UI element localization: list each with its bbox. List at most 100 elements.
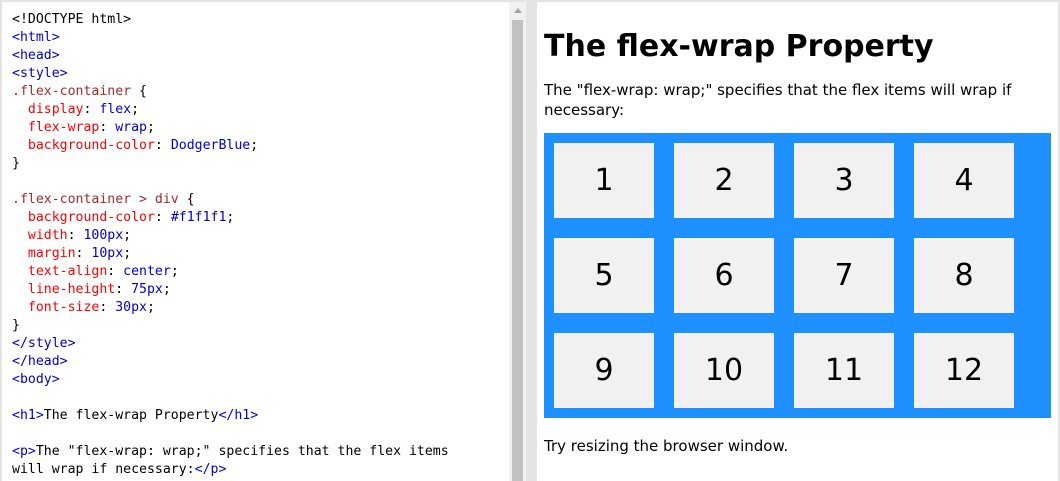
code-token: .flex-container	[12, 84, 132, 99]
flex-item: 10	[674, 333, 774, 408]
code-token: ;	[226, 210, 235, 225]
code-token: <h1>	[12, 408, 44, 423]
code-token: margin	[12, 246, 76, 261]
code-line: .flex-container {	[12, 83, 509, 101]
code-editor-pane[interactable]: <!DOCTYPE html> <html> <head><style> .flex-…	[2, 2, 509, 481]
code-line: width: 100px;	[12, 227, 509, 245]
flex-item: 7	[794, 238, 894, 313]
code-token: .flex-container > div	[12, 192, 179, 207]
code-line: <!DOCTYPE html>	[12, 11, 509, 29]
code-line: font-size: 30px;	[12, 299, 509, 317]
code-token: {	[131, 84, 147, 99]
scrollbar-thumb[interactable]	[512, 20, 523, 481]
code-token: 10px	[91, 246, 124, 261]
code-token: 75px	[131, 282, 163, 297]
code-token: 100px	[83, 228, 124, 243]
code-token: ;	[147, 300, 155, 315]
code-token: </head>	[12, 354, 68, 369]
code-line: line-height: 75px;	[12, 281, 509, 299]
code-line: margin: 10px;	[12, 245, 509, 263]
flex-item: 3	[794, 143, 894, 218]
code-token: line-height	[12, 282, 116, 297]
code-line: <html>	[12, 29, 509, 47]
code-line: display: flex;	[12, 101, 509, 119]
flex-item: 5	[554, 238, 654, 313]
code-token: {	[178, 192, 195, 207]
code-token: background-color	[12, 138, 155, 153]
code-line: background-color: DodgerBlue;	[12, 137, 509, 155]
code-token: }	[12, 318, 20, 333]
code-token: DodgerBlue	[170, 138, 251, 153]
code-token: </h1>	[218, 408, 259, 423]
code-token: ;	[147, 120, 155, 135]
result-pane: The flex-wrap Property The "flex-wrap: w…	[537, 2, 1058, 481]
code-token: :	[67, 228, 84, 243]
code-token: :	[83, 102, 100, 117]
description-text: The "flex-wrap: wrap;" specifies that th…	[544, 81, 1012, 119]
code-line: <head>	[12, 47, 509, 65]
code-token: text-align	[12, 264, 108, 279]
code-token: :	[99, 300, 116, 315]
code-line	[12, 425, 509, 443]
code-token: flex	[99, 102, 132, 117]
code-token: flex-wrap	[12, 120, 100, 135]
code-token: :	[99, 120, 116, 135]
flex-item: 12	[914, 333, 1014, 408]
scroll-up-arrow-icon[interactable]	[509, 2, 526, 19]
code-token: :	[75, 246, 92, 261]
code-line: .flex-container > div {	[12, 191, 509, 209]
code-token: <style>	[12, 66, 68, 81]
code-line: </style>	[12, 335, 509, 353]
code-line: }	[12, 155, 509, 173]
code-token: :	[154, 138, 171, 153]
code-token: <body>	[12, 372, 60, 387]
code-token: :	[154, 210, 171, 225]
code-token: <p>	[12, 444, 36, 459]
code-token: width	[12, 228, 68, 243]
code-line: <p>The "flex-wrap: wrap;" specifies that…	[12, 443, 509, 461]
flex-item: 8	[914, 238, 1014, 313]
code-token: wrap	[115, 120, 147, 135]
code-token: ;	[123, 246, 132, 261]
code-token: <html>	[12, 30, 60, 45]
code-token: #f1f1f1	[170, 210, 227, 225]
code-token: font-size	[12, 300, 100, 315]
code-line	[12, 389, 509, 407]
editor-scrollbar[interactable]	[509, 2, 526, 481]
code-line: <body>	[12, 371, 509, 389]
code-line: will wrap if necessary:</p>	[12, 461, 509, 479]
code-token: display	[12, 102, 84, 117]
code-token: 30px	[115, 300, 147, 315]
code-line: background-color: #f1f1f1;	[12, 209, 509, 227]
code-line: }	[12, 317, 509, 335]
code-token: </style>	[12, 336, 76, 351]
flex-item: 2	[674, 143, 774, 218]
code-line: text-align: center;	[12, 263, 509, 281]
code-token: The flex-wrap Property	[43, 408, 219, 423]
code-token: :	[107, 264, 124, 279]
code-editor[interactable]: <!DOCTYPE html> <html> <head><style> .flex-…	[2, 2, 509, 479]
flex-item: 4	[914, 143, 1014, 218]
footer-text: Try resizing the browser window.	[544, 437, 789, 455]
code-token: <!DOCTYPE html>	[12, 12, 132, 27]
flex-item: 11	[794, 333, 894, 408]
code-token: will wrap if necessary:	[12, 462, 195, 477]
code-token: background-color	[12, 210, 155, 225]
code-token: </p>	[194, 462, 227, 477]
code-token: ;	[123, 228, 132, 243]
code-line	[12, 173, 509, 191]
flex-item: 1	[554, 143, 654, 218]
code-token: center	[123, 264, 171, 279]
code-token: The "flex-wrap: wrap;" specifies that th…	[35, 444, 449, 459]
code-line: </head>	[12, 353, 509, 371]
code-line: <style>	[12, 65, 509, 83]
code-token: :	[115, 282, 132, 297]
code-token: ;	[170, 264, 179, 279]
code-token: ;	[131, 102, 140, 117]
code-token: }	[12, 156, 20, 171]
code-line: flex-wrap: wrap;	[12, 119, 509, 137]
code-token: ;	[250, 138, 259, 153]
code-token: ;	[162, 282, 171, 297]
flex-item: 6	[674, 238, 774, 313]
